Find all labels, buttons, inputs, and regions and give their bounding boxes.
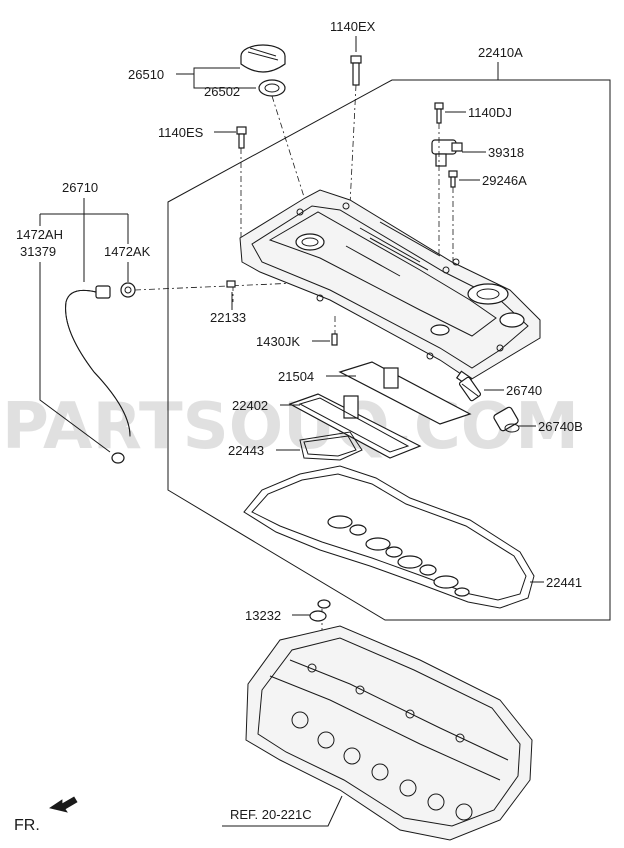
label-1140ES: 1140ES — [158, 125, 204, 140]
pcv-grommet-icon — [493, 406, 520, 433]
separator-plate-icon — [288, 393, 422, 459]
label-13232: 13232 — [245, 608, 281, 623]
label-26510: 26510 — [128, 67, 164, 82]
label-39318: 39318 — [488, 145, 524, 160]
label-22441: 22441 — [546, 575, 582, 590]
pcv-valve-icon — [455, 370, 482, 402]
label-1140EX: 1140EX — [330, 19, 376, 34]
oil-filler-cap-icon — [240, 44, 286, 73]
separator-gasket-icon — [299, 431, 363, 461]
front-direction-label: FR. — [14, 817, 40, 834]
label-21504: 21504 — [278, 369, 314, 384]
label-31379: 31379 — [20, 244, 56, 259]
label-26502: 26502 — [204, 84, 240, 99]
pin-1430JK-icon — [331, 333, 338, 346]
label-29246A: 29246A — [482, 173, 527, 188]
filler-cap-gasket-icon — [258, 79, 286, 97]
bolt-1140DJ-icon — [434, 102, 444, 124]
label-1472AK: 1472AK — [104, 244, 151, 259]
leader-1472AH — [39, 262, 111, 453]
cylinder-head-icon — [245, 625, 533, 841]
cover-gasket-icon — [243, 465, 535, 609]
label-26740: 26740 — [506, 383, 542, 398]
bolt-29246A-icon — [448, 170, 458, 188]
baffle-plate-icon — [338, 361, 472, 425]
breather-hose-icon — [65, 285, 131, 437]
hose-clamp-lower-icon — [111, 452, 125, 464]
label-22133: 22133 — [210, 310, 246, 325]
label-22402: 22402 — [232, 398, 268, 413]
front-arrow-icon — [49, 796, 78, 813]
camshaft-sensor-icon — [431, 139, 463, 167]
label-1140DJ: 1140DJ — [468, 105, 512, 120]
label-22410A: 22410A — [478, 45, 523, 60]
cylinder-head-cover-icon — [239, 189, 541, 381]
leader-26710 — [39, 198, 129, 282]
plug-13232-icon — [309, 599, 331, 622]
label-26740B: 26740B — [538, 419, 583, 434]
label-22443: 22443 — [228, 443, 264, 458]
leader-26510 — [176, 67, 256, 89]
leader-ref — [222, 795, 343, 827]
hose-clamp-icon — [120, 282, 136, 298]
bolt-1140ES-icon — [236, 126, 247, 149]
reference-label: REF. 20-221C — [230, 807, 312, 822]
bolt-1140EX-icon — [350, 55, 362, 86]
label-26710: 26710 — [62, 180, 98, 195]
assembly-frame — [167, 79, 611, 621]
label-1472AH: 1472AH — [16, 227, 63, 242]
label-1430JK: 1430JK — [256, 334, 300, 349]
watermark: PARTSOUQ.COM — [2, 390, 579, 464]
dowel-22133-icon — [226, 280, 236, 288]
